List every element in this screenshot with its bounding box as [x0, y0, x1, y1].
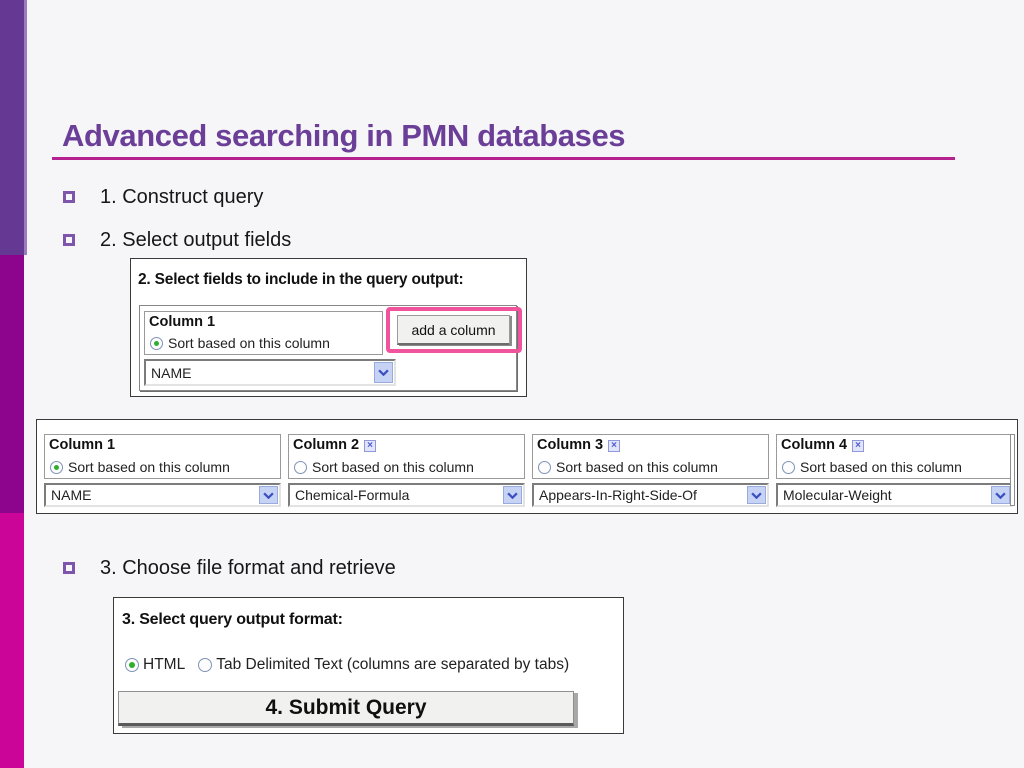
- format-option: HTML: [125, 656, 185, 674]
- field-select-value: NAME: [151, 364, 192, 381]
- bullet-square-icon: [63, 191, 75, 203]
- pink-highlight-box: [386, 307, 522, 353]
- format-label: Tab Delimited Text (columns are separate…: [216, 656, 570, 673]
- bullet-construct-query: 1. Construct query: [100, 186, 264, 208]
- format-label: HTML: [143, 656, 186, 673]
- sort-label: Sort based on this column: [800, 459, 962, 475]
- column-header: Column 1 Sort based on this column: [44, 434, 281, 479]
- columns-strip-panel: Column 1 Sort based on this column NAME …: [36, 419, 1018, 514]
- chevron-down-icon[interactable]: [374, 362, 393, 383]
- field-select-value: Molecular-Weight: [783, 487, 892, 503]
- column-group: Column 1 Sort based on this column NAME: [44, 434, 281, 507]
- column-group: Column 4 × Sort based on this column Mole…: [776, 434, 1013, 507]
- column-label: Column 4: [781, 437, 848, 453]
- left-stripe-purple-edge: [24, 0, 27, 255]
- column-group: Column 2 × Sort based on this column Chem…: [288, 434, 525, 507]
- bullet-square-icon: [63, 562, 75, 574]
- column-group: Column 1 Sort based on this column: [144, 311, 383, 355]
- sort-label: Sort based on this column: [312, 459, 474, 475]
- column-group: Column 3 × Sort based on this column Appe…: [532, 434, 769, 507]
- close-icon[interactable]: ×: [852, 440, 865, 452]
- field-select[interactable]: NAME: [44, 483, 281, 507]
- field-select[interactable]: Chemical-Formula: [288, 483, 525, 507]
- chevron-down-icon[interactable]: [747, 486, 766, 504]
- column-header: Column 3 × Sort based on this column: [532, 434, 769, 479]
- sort-radio[interactable]: [50, 460, 63, 474]
- sort-radio[interactable]: [294, 460, 307, 474]
- select-fields-heading: 2. Select fields to include in the query…: [138, 271, 464, 288]
- bullet-choose-file-format: 3. Choose file format and retrieve: [100, 557, 396, 579]
- output-format-heading: 3. Select query output format:: [122, 611, 343, 628]
- field-select-value: Chemical-Formula: [295, 487, 410, 503]
- bullet-square-icon: [63, 234, 75, 246]
- column-header: Column 2 × Sort based on this column: [288, 434, 525, 479]
- column-label: Column 1: [49, 437, 116, 453]
- column-label: Column 3: [537, 437, 604, 453]
- close-icon[interactable]: ×: [608, 440, 621, 452]
- submit-query-button[interactable]: 4. Submit Query: [118, 691, 574, 726]
- sort-label: Sort based on this column: [68, 459, 230, 475]
- add-column-button[interactable]: add a column: [397, 315, 510, 345]
- sort-label: Sort based on this column: [556, 459, 718, 475]
- field-select-value: Appears-In-Right-Side-Of: [539, 487, 697, 503]
- sort-radio[interactable]: [538, 460, 551, 474]
- format-option: Tab Delimited Text (columns are separate…: [198, 656, 569, 674]
- column-header: Column 4 × Sort based on this column: [776, 434, 1013, 479]
- bullet-select-output-fields: 2. Select output fields: [100, 229, 292, 251]
- field-select-value: NAME: [51, 487, 92, 503]
- field-select[interactable]: NAME: [144, 359, 396, 386]
- left-stripe-magenta: [0, 513, 24, 768]
- chevron-down-icon[interactable]: [503, 486, 522, 504]
- sort-radio[interactable]: [150, 336, 163, 350]
- select-fields-panel: 2. Select fields to include in the query…: [130, 258, 527, 397]
- chevron-down-icon[interactable]: [991, 486, 1010, 504]
- field-select[interactable]: Molecular-Weight: [776, 483, 1013, 507]
- close-icon[interactable]: ×: [364, 440, 377, 452]
- column-label: Column 2: [293, 437, 360, 453]
- sort-radio[interactable]: [782, 460, 795, 474]
- title-underline: [52, 157, 955, 160]
- format-radio[interactable]: [125, 658, 139, 672]
- sort-label: Sort based on this column: [168, 335, 330, 351]
- chevron-down-icon[interactable]: [259, 486, 278, 504]
- left-stripe-dark-magenta: [0, 255, 24, 513]
- output-format-panel: 3. Select query output format: HTML Tab …: [113, 597, 624, 734]
- left-stripe-purple: [0, 0, 24, 255]
- column-label: Column 1: [149, 314, 216, 330]
- page-title: Advanced searching in PMN databases: [62, 118, 626, 153]
- format-radio[interactable]: [198, 658, 213, 672]
- clipped-button-sliver: [1010, 434, 1015, 506]
- field-select[interactable]: Appears-In-Right-Side-Of: [532, 483, 769, 507]
